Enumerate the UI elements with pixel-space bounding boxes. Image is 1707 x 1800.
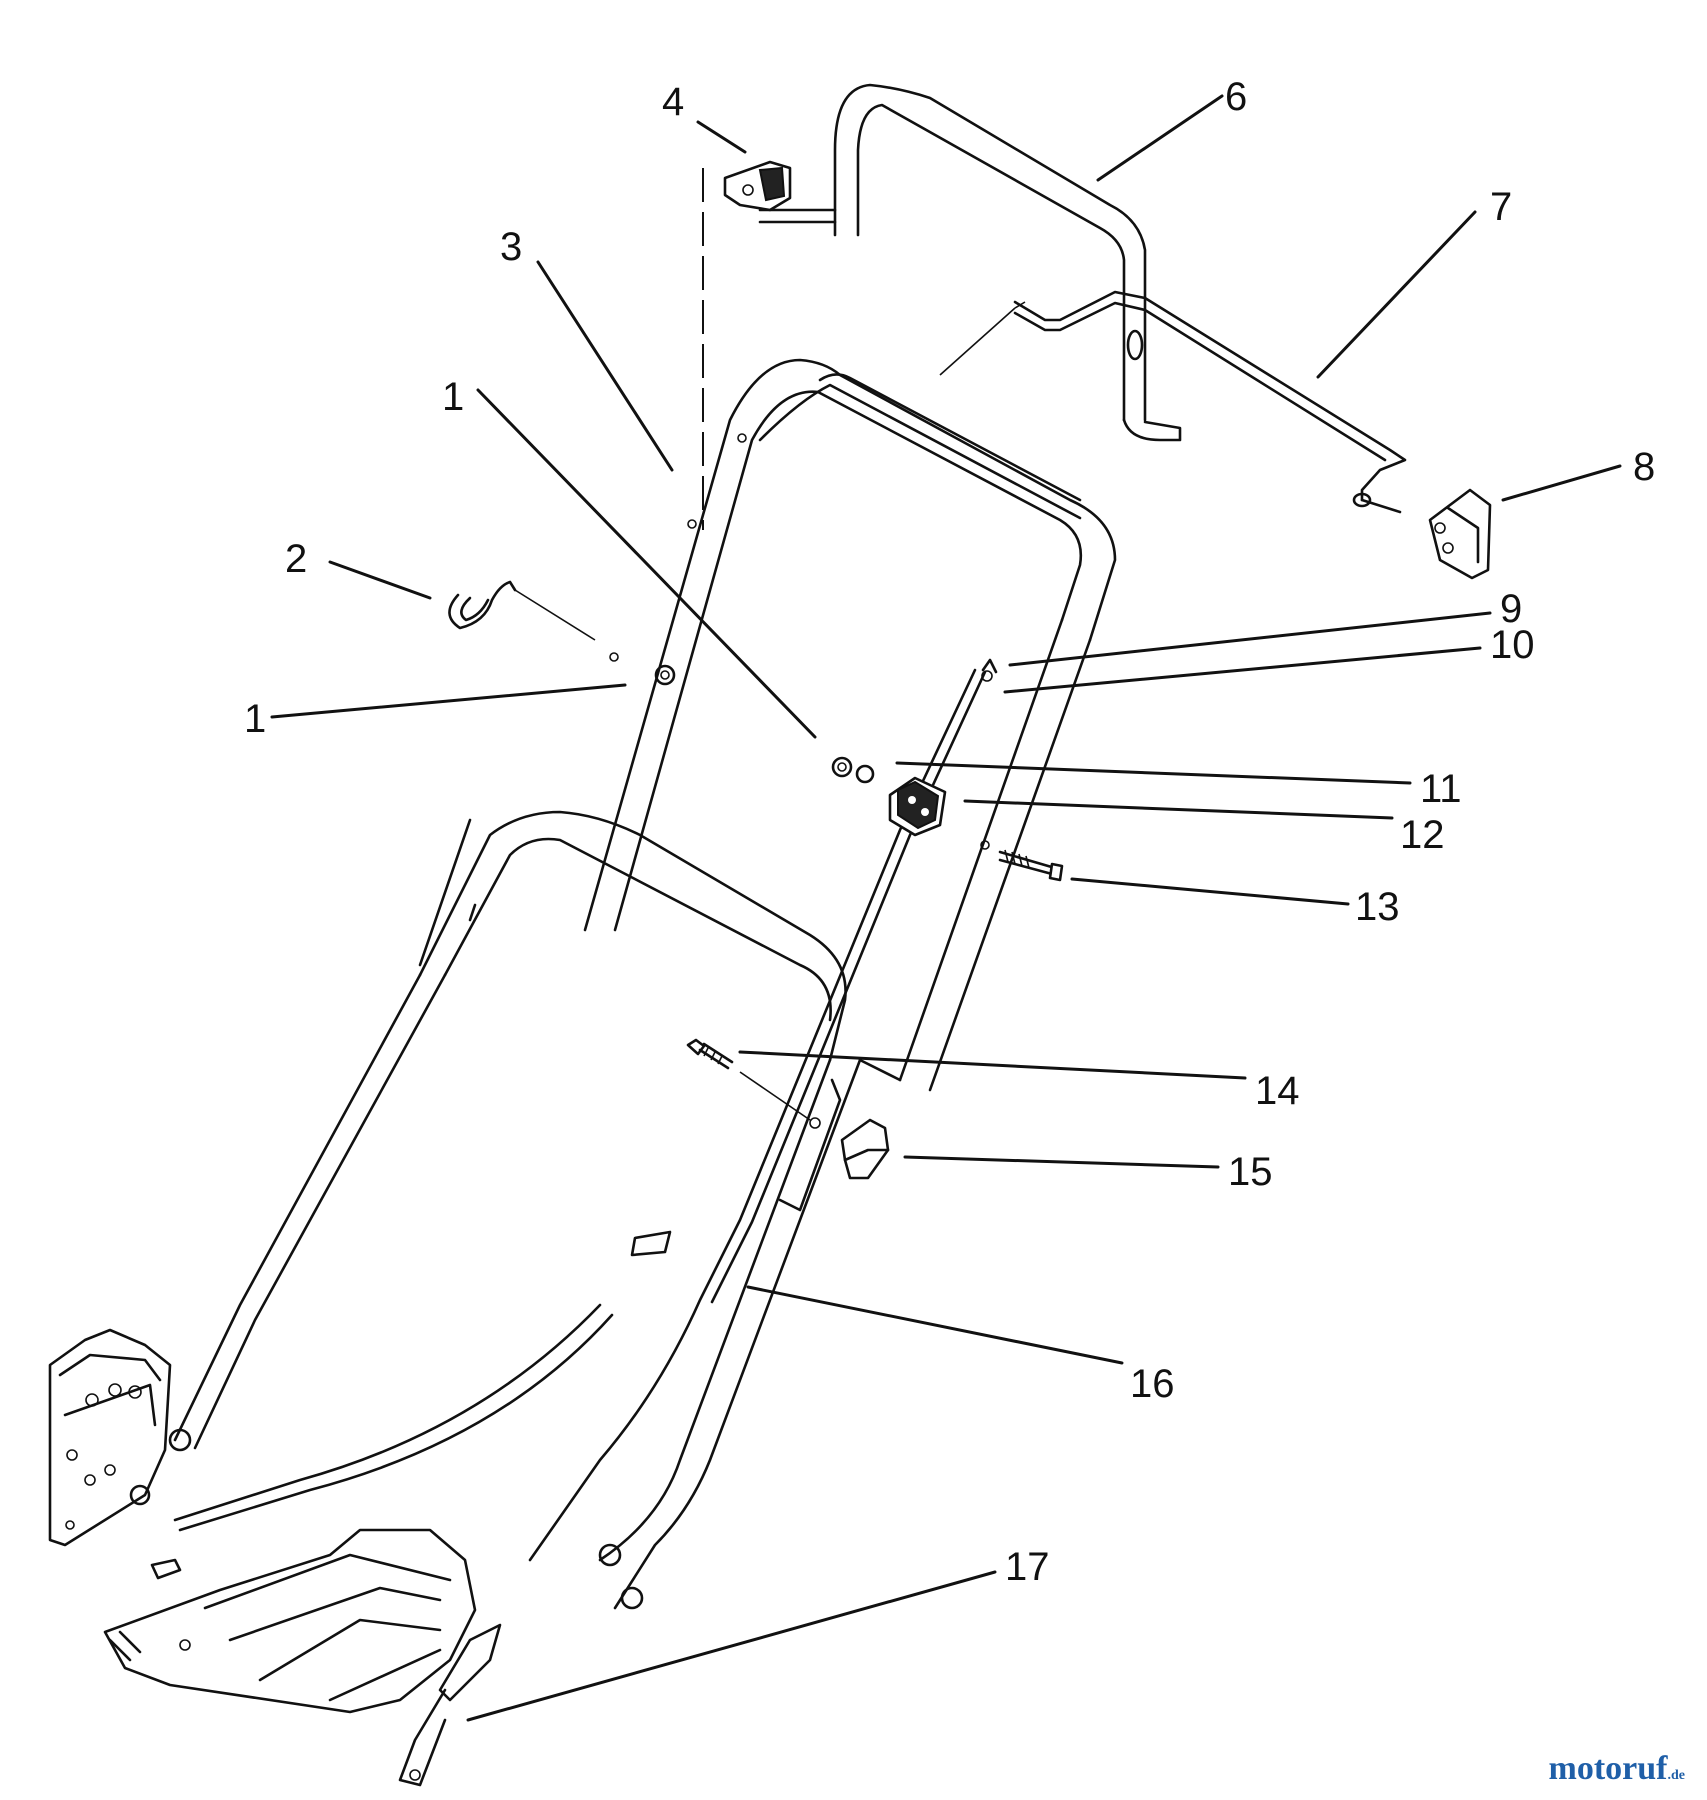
- leader-1b: [270, 683, 627, 719]
- leader-3: [536, 260, 674, 472]
- callout-14: 14: [1255, 1069, 1300, 1113]
- bolt-part-13: [980, 840, 1064, 882]
- upper-handle-part-3: [583, 358, 1117, 1092]
- callout-7: 7: [1490, 185, 1512, 229]
- callout-11: 11: [1420, 767, 1462, 811]
- leader-9: [1008, 611, 1492, 667]
- washer-part-11: [855, 764, 875, 784]
- control-rod-part-7: [939, 290, 1407, 514]
- callout-15: 15: [1228, 1150, 1273, 1194]
- callout-10: 10: [1490, 623, 1535, 667]
- callout-13: 13: [1355, 885, 1400, 929]
- leader-4: [696, 120, 747, 154]
- leader-lines: [270, 94, 1622, 1722]
- leader-6: [1096, 94, 1224, 182]
- control-cable: [173, 668, 987, 1562]
- callout-2: 2: [285, 537, 307, 581]
- knob-part-15: [809, 1117, 890, 1180]
- right-bracket-part-8: [1428, 488, 1492, 580]
- leader-12: [963, 799, 1394, 820]
- leader-16: [746, 1285, 1124, 1365]
- callout-4: 4: [662, 80, 684, 124]
- callout-12: 12: [1400, 813, 1445, 857]
- leader-2: [328, 560, 432, 600]
- leader-14: [738, 1050, 1247, 1080]
- cable-end-part-9-10: [981, 658, 998, 682]
- bail-handle-part-6: [758, 83, 1182, 442]
- callout-1a: 1: [442, 375, 464, 419]
- callout-9: 9: [1500, 587, 1522, 631]
- callout-8: 8: [1633, 445, 1655, 489]
- handle-bracket-cover-part-17: [103, 1528, 502, 1787]
- leader-1a: [476, 388, 817, 739]
- lower-handle-part-16: [168, 810, 902, 1610]
- leader-15: [903, 1155, 1220, 1169]
- leader-13: [1070, 877, 1350, 906]
- callout-16: 16: [1130, 1362, 1175, 1406]
- leader-7: [1316, 210, 1477, 379]
- cable-clip-part-2: [448, 580, 596, 641]
- watermark-logo: motoruf.de: [1549, 1750, 1685, 1788]
- deck-side-bracket: [48, 1328, 172, 1547]
- throttle-control-part-12: [888, 776, 947, 837]
- locknut-part-1: [654, 664, 853, 778]
- leader-8: [1501, 464, 1622, 502]
- leader-10: [1003, 646, 1482, 694]
- carriage-bolt-part-14: [686, 1038, 811, 1121]
- callout-6: 6: [1225, 75, 1247, 119]
- watermark-brand: motoruf: [1548, 1750, 1668, 1787]
- callout-17: 17: [1005, 1545, 1050, 1589]
- watermark-suffix: .de: [1667, 1768, 1686, 1783]
- callout-3: 3: [500, 225, 522, 269]
- leader-17: [466, 1570, 997, 1722]
- control-bracket-part-4: [723, 160, 792, 212]
- callout-labels: 4 6 7 3 1 8 2 9 10 1 11 12 13 14 15 16 1…: [244, 75, 1655, 1589]
- callout-1b: 1: [244, 697, 266, 741]
- leader-11: [895, 761, 1412, 785]
